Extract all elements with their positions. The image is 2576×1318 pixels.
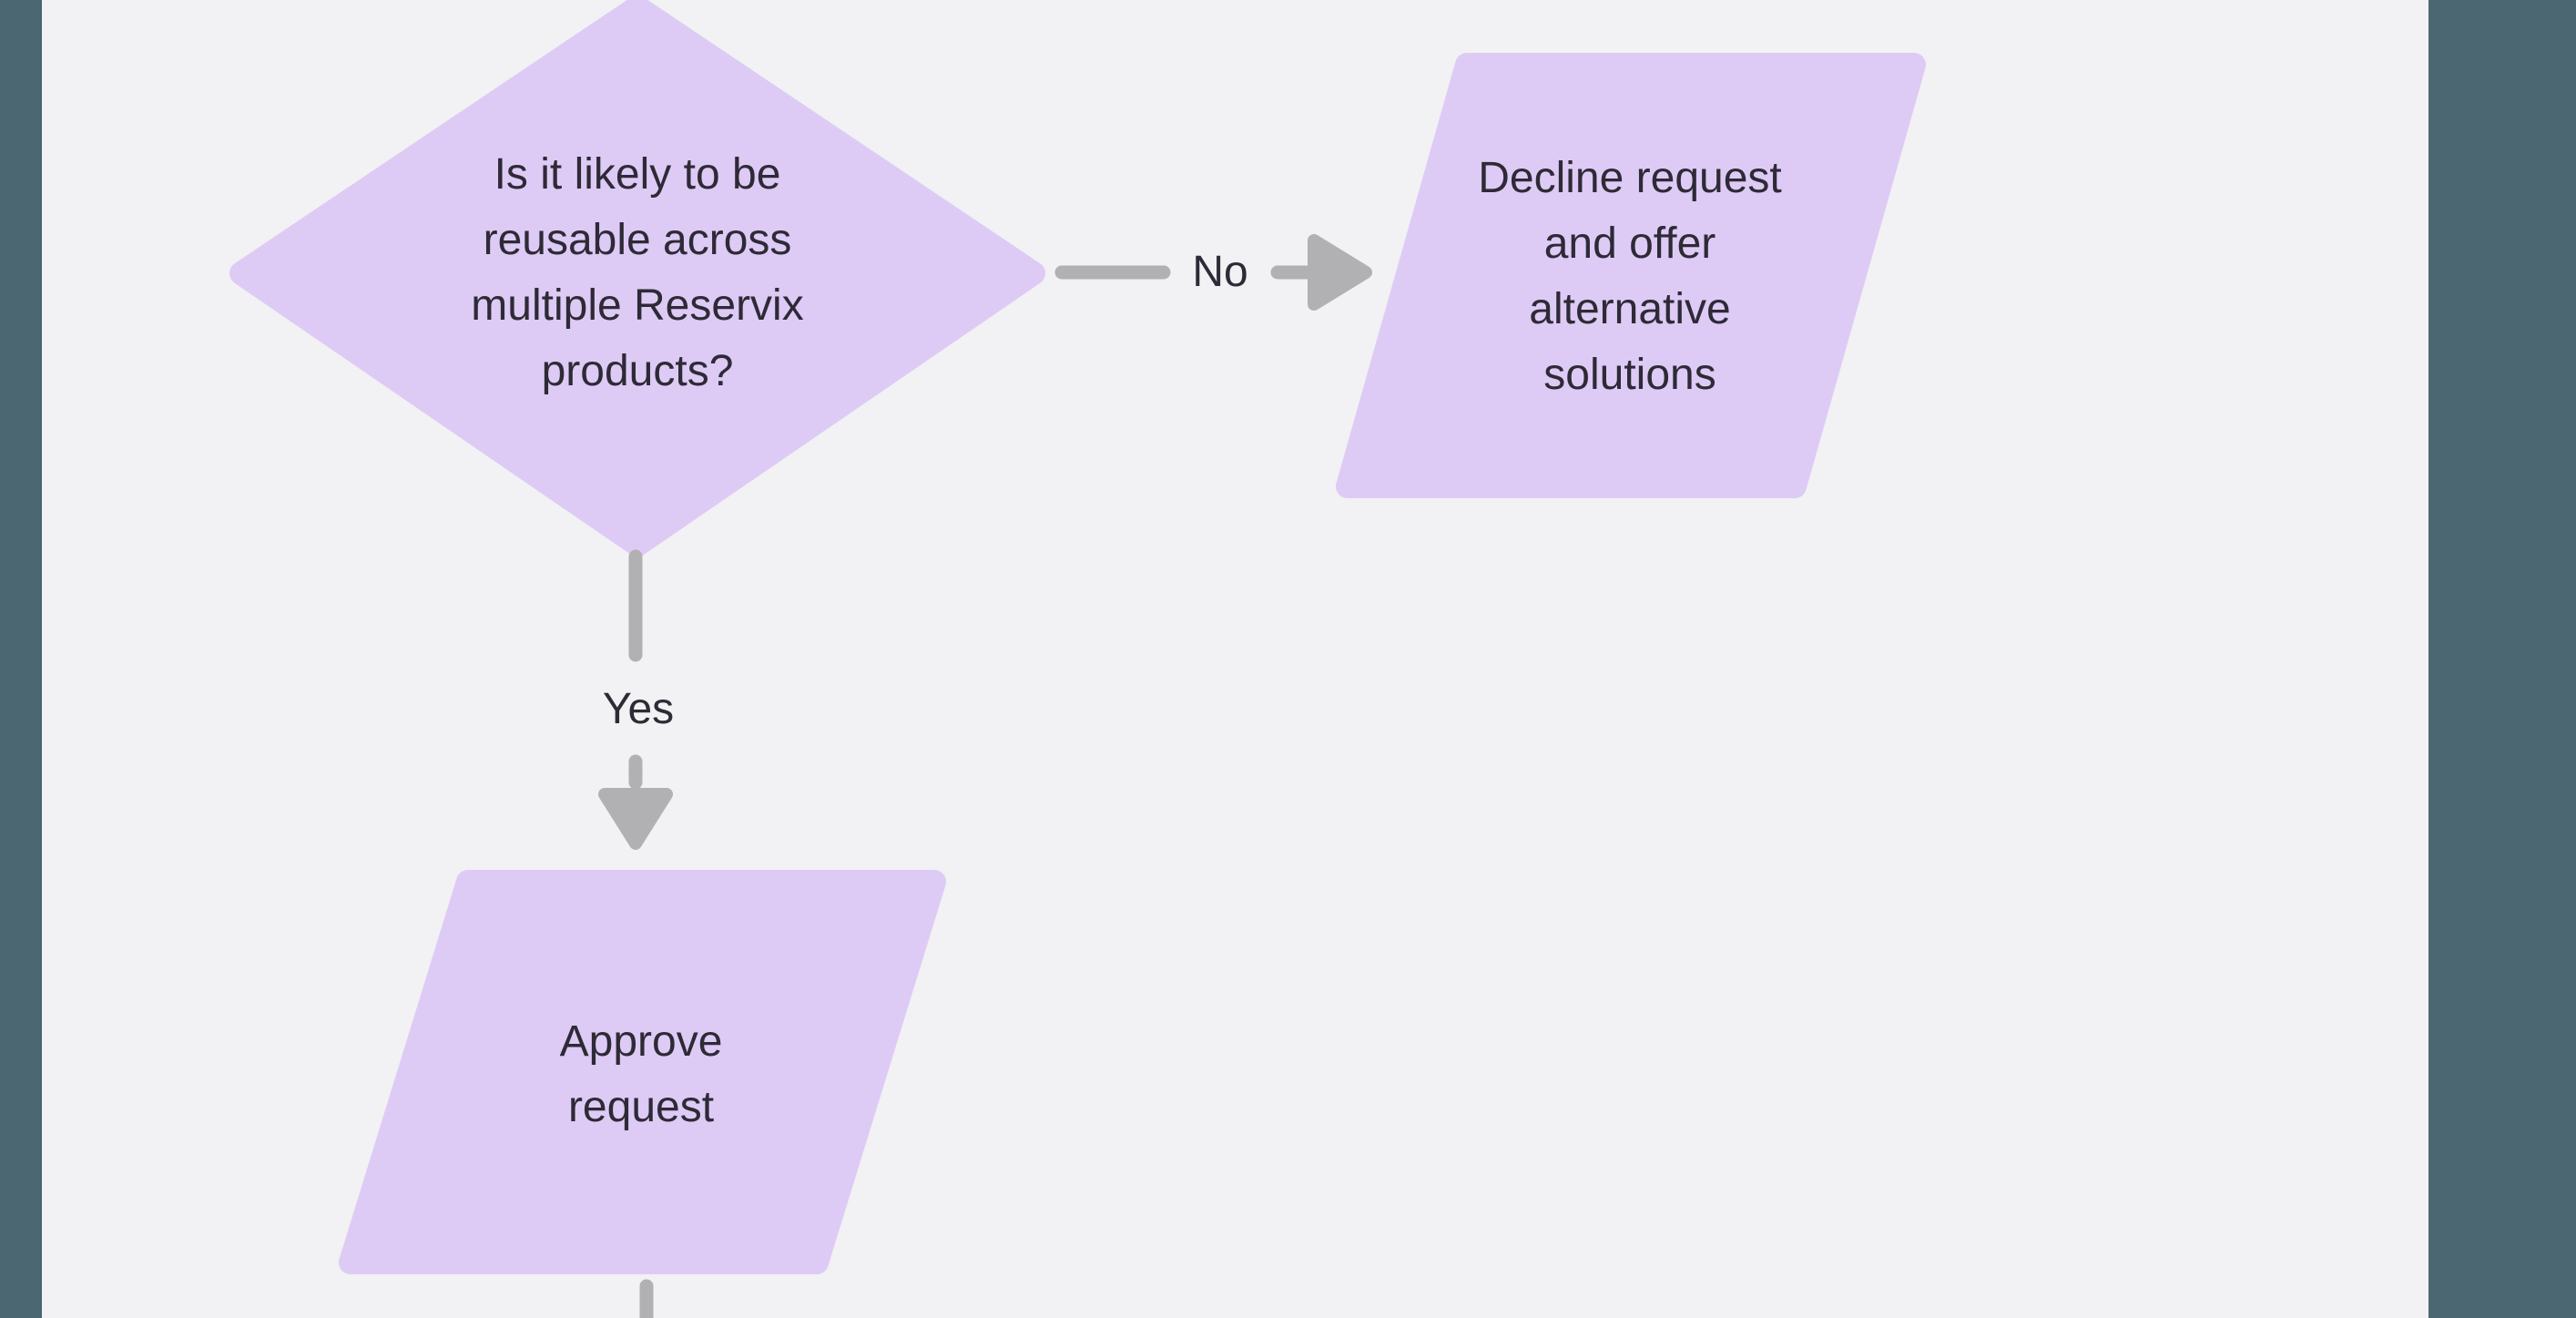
- approve-node-label: Approve request: [514, 1009, 769, 1140]
- no-branch-arrowhead: [1308, 234, 1372, 311]
- decision-label-line: reusable across: [483, 216, 792, 264]
- left-side-panel: [0, 0, 42, 1318]
- decline-label-line: alternative: [1529, 285, 1731, 333]
- decision-diamond-shape[interactable]: [229, 0, 1045, 557]
- decision-label-line: Is it likely to be: [494, 150, 781, 199]
- decline-parallelogram-shape[interactable]: [1336, 53, 1926, 498]
- decline-label-line: and offer: [1543, 220, 1716, 268]
- no-edge-label: No: [1192, 248, 1248, 296]
- approve-label-line: Approve: [559, 1017, 723, 1066]
- right-side-panel: [2428, 0, 2576, 1318]
- yes-branch-arrowhead: [598, 788, 673, 850]
- decision-label-line: products?: [541, 347, 734, 395]
- approve-label-line: request: [567, 1083, 715, 1131]
- decision-label-line: multiple Reservix: [471, 281, 804, 330]
- decision-node-label: Is it likely to be reusable across multi…: [428, 142, 847, 404]
- yes-edge-label: Yes: [602, 685, 675, 733]
- approve-parallelogram-shape[interactable]: [339, 870, 946, 1274]
- decline-label-line: solutions: [1543, 351, 1716, 399]
- decline-label-line: Decline request: [1478, 154, 1782, 202]
- decline-node-label: Decline request and offer alternative so…: [1439, 146, 1821, 408]
